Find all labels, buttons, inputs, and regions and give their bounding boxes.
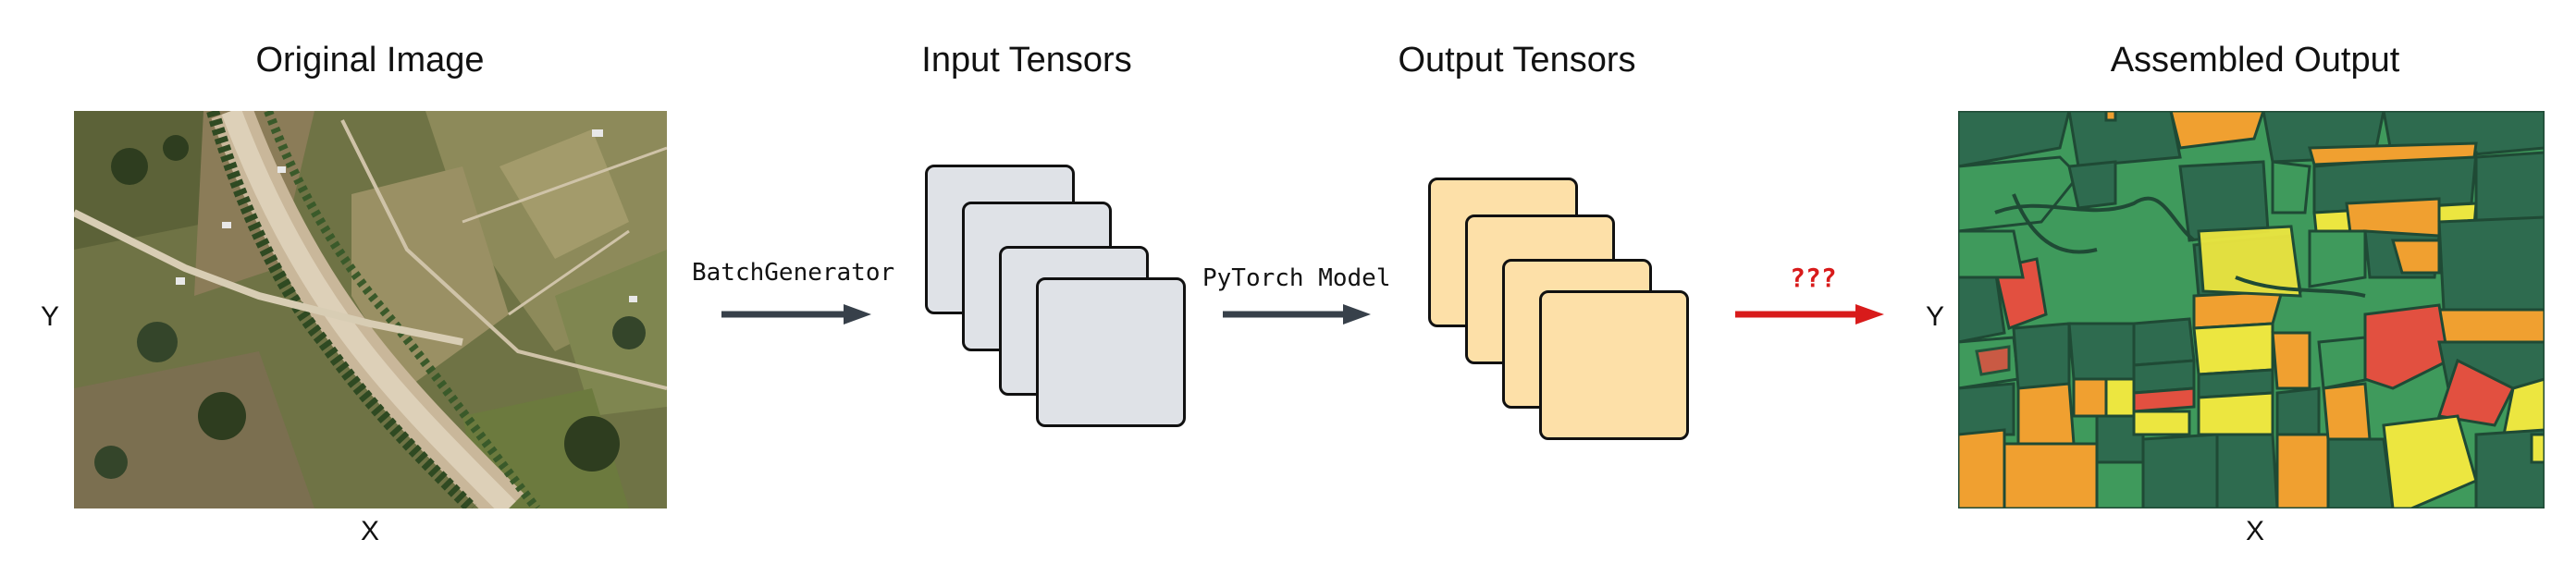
x-axis-label-right: X — [2246, 516, 2265, 546]
pytorch-model-label: PyTorch Model — [1202, 264, 1391, 292]
output-tensor-tile — [1539, 290, 1689, 440]
y-axis-label-right: Y — [1926, 301, 1945, 332]
input-tensor-tile — [1036, 277, 1186, 427]
input-tensors-title: Input Tensors — [921, 41, 1132, 80]
output-tensors-title: Output Tensors — [1398, 41, 1636, 80]
assembled-output-title: Assembled Output — [2110, 41, 2400, 80]
x-axis-label-left: X — [361, 516, 380, 546]
unknown-step-label: ??? — [1790, 263, 1837, 293]
batch-generator-label: BatchGenerator — [692, 259, 895, 287]
satellite-image — [74, 111, 667, 508]
assembled-segmentation-map — [1958, 111, 2545, 508]
original-image-title: Original Image — [255, 41, 485, 80]
y-axis-label-left: Y — [41, 301, 60, 332]
